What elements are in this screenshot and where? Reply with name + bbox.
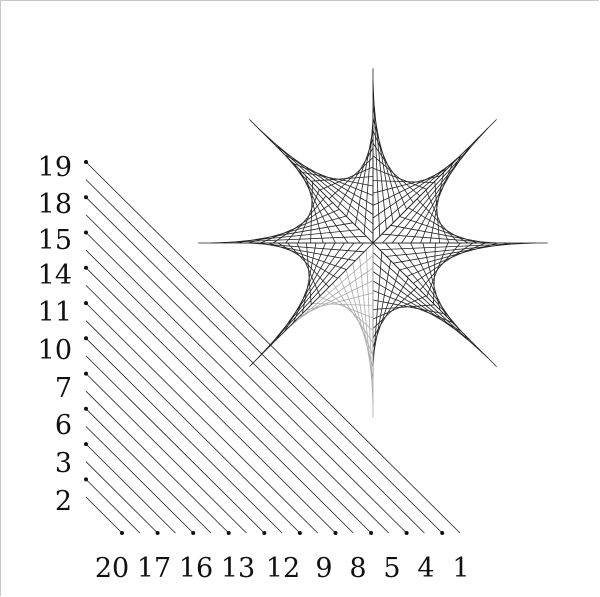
- corner-thread: [86, 479, 140, 533]
- x-label-16: 16: [179, 553, 213, 584]
- y-axis-labels: 19 18 15 14 11 10 7 6 3 2: [38, 152, 72, 517]
- x-label-1: 1: [452, 553, 469, 584]
- y-pin-dot: [84, 407, 88, 411]
- y-pin-dot: [84, 160, 88, 164]
- y-pin-dot: [84, 195, 88, 199]
- y-pin-dot: [84, 372, 88, 376]
- corner-thread: [86, 285, 336, 533]
- corner-thread: [86, 197, 424, 533]
- corner-thread: [86, 268, 353, 533]
- pinwheel-thread: [258, 128, 373, 233]
- x-pin-dot: [120, 531, 124, 535]
- corner-thread: [86, 233, 389, 534]
- y-label-19: 19: [38, 152, 72, 183]
- corner-thread: [86, 497, 122, 533]
- x-pin-dot: [440, 531, 444, 535]
- y-label-10: 10: [38, 335, 72, 366]
- corner-thread: [86, 250, 371, 533]
- pinwheel-thread: [386, 243, 522, 256]
- pinwheel-thread: [360, 256, 373, 392]
- y-pin-dot: [84, 477, 88, 481]
- corner-thread: [86, 374, 247, 533]
- y-pin-dot: [84, 442, 88, 446]
- y-pin-dot: [84, 301, 88, 305]
- y-label-14: 14: [38, 260, 72, 291]
- y-pin-dot: [84, 336, 88, 340]
- y-label-2: 2: [55, 486, 72, 517]
- corner-thread: [86, 303, 318, 533]
- corner-thread: [86, 391, 229, 533]
- pinwheel-thread: [373, 81, 380, 237]
- x-pin-dot: [405, 531, 409, 535]
- pinwheel-thread: [211, 236, 367, 243]
- corner-thread: [86, 321, 300, 533]
- x-label-20: 20: [95, 553, 129, 584]
- x-pin-dot: [262, 531, 266, 535]
- corner-thread: [86, 215, 407, 533]
- y-label-3: 3: [55, 448, 72, 479]
- corner-thread: [86, 444, 175, 533]
- y-label-18: 18: [38, 189, 72, 220]
- x-label-9: 9: [315, 553, 332, 584]
- y-label-11: 11: [38, 297, 72, 328]
- x-label-4: 4: [417, 553, 434, 584]
- x-label-17: 17: [137, 553, 171, 584]
- x-pin-dot: [369, 531, 373, 535]
- corner-thread: [86, 338, 282, 533]
- x-label-12: 12: [266, 553, 300, 584]
- x-pin-dot: [156, 531, 160, 535]
- x-pin-dot: [298, 531, 302, 535]
- x-pin-dot: [191, 531, 195, 535]
- y-pin-dot: [84, 266, 88, 270]
- x-label-5: 5: [383, 553, 400, 584]
- corner-thread: [86, 462, 158, 533]
- y-pin-dot: [84, 231, 88, 235]
- pinwheel-thread: [366, 250, 373, 406]
- pinwheel-thread: [373, 93, 386, 229]
- y-label-7: 7: [55, 373, 72, 404]
- pinwheel-thread: [223, 230, 359, 243]
- x-label-13: 13: [221, 553, 255, 584]
- corner-thread: [86, 409, 211, 533]
- corner-thread: [86, 427, 193, 534]
- pinwheel-thread: [383, 128, 488, 243]
- y-label-6: 6: [55, 410, 72, 441]
- x-label-8: 8: [349, 553, 366, 584]
- x-pin-dot: [227, 531, 231, 535]
- pinwheel-string-art: [198, 68, 548, 418]
- pinwheel-thread: [373, 253, 488, 358]
- pinwheel-thread: [258, 243, 363, 358]
- x-pin-dot: [334, 531, 338, 535]
- y-label-15: 15: [38, 225, 72, 256]
- pinwheel-thread: [380, 243, 536, 250]
- x-axis-labels: 20 17 16 13 12 9 8 5 4 1: [95, 553, 470, 584]
